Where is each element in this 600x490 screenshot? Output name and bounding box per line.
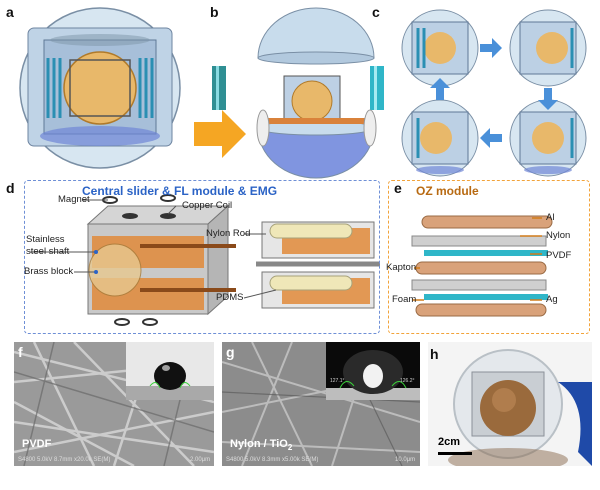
panel-label-d: d — [6, 180, 15, 196]
sem-footer-g: S4800 5.0kV 8.3mm x5.00k SE(M) — [226, 457, 319, 463]
label-foam: Foam — [392, 294, 417, 305]
contact-angle-inset-f — [126, 342, 214, 400]
fiber-texture — [222, 342, 420, 466]
angle-left: 127.1° — [330, 378, 345, 384]
label-stainless-2: steel shaft — [26, 246, 70, 257]
sphere-device-a — [19, 7, 181, 169]
label-kapton: Kapton — [386, 262, 417, 273]
panel-e-frame — [388, 180, 590, 334]
pvdf-label: PVDF — [22, 438, 52, 450]
label-magnet: Magnet — [58, 194, 90, 205]
label-copper-coil: Copper Coil — [182, 200, 233, 211]
label-pvdf: PVDF — [546, 250, 572, 261]
sem-scale-f: 2.00μm — [190, 457, 211, 463]
nylon-tio2-label: Nylon / TiO2 — [230, 438, 292, 452]
panel-label-h: h — [430, 346, 439, 362]
arrow-left-icon — [480, 128, 502, 148]
panel-label-a: a — [6, 4, 14, 20]
panel-label-b: b — [210, 4, 219, 20]
label-pdms: PDMS — [216, 292, 244, 303]
panel-e-title: OZ module — [416, 184, 479, 198]
arrow-right-icon — [480, 38, 502, 58]
panel-d-frame — [24, 180, 380, 334]
arrow-up-icon — [430, 78, 450, 100]
sem-footer-f: S4800 5.0kV 8.7mm x20.0k SE(M) — [18, 457, 111, 463]
label-nylon-rod: Nylon Rod — [206, 228, 251, 239]
exploded-device-b — [194, 7, 384, 179]
label-al: Al — [546, 212, 555, 223]
panel-label-c: c — [372, 4, 380, 20]
photo-content — [438, 349, 592, 466]
motion-sequence-c — [401, 9, 587, 177]
label-stainless-1: Stainless — [26, 234, 65, 245]
sem-scale-g: 10.0μm — [395, 457, 416, 463]
device-photo — [428, 342, 592, 466]
nylon-tio2-main: Nylon / TiO — [230, 438, 288, 450]
label-brass-block: Brass block — [24, 266, 74, 277]
panel-label-e: e — [394, 180, 402, 196]
panel-d-title: Central slider & FL module & EMG — [82, 184, 278, 198]
sem-image-pvdf — [14, 342, 214, 466]
label-ag: Ag — [546, 294, 558, 305]
panel-label-f: f — [18, 344, 23, 360]
nylon-tio2-sub: 2 — [287, 443, 293, 453]
sem-image-nylon-tio2: 127.1° 126.2° — [222, 342, 420, 466]
label-nylon: Nylon — [546, 230, 571, 241]
arrow-right-icon — [194, 110, 246, 158]
scale-bar-label: 2cm — [438, 436, 461, 448]
panel-label-g: g — [226, 344, 235, 360]
arrow-down-icon — [538, 88, 558, 110]
contact-angle-inset-g: 127.1° 126.2° — [326, 342, 420, 400]
angle-right: 126.2° — [400, 378, 415, 384]
